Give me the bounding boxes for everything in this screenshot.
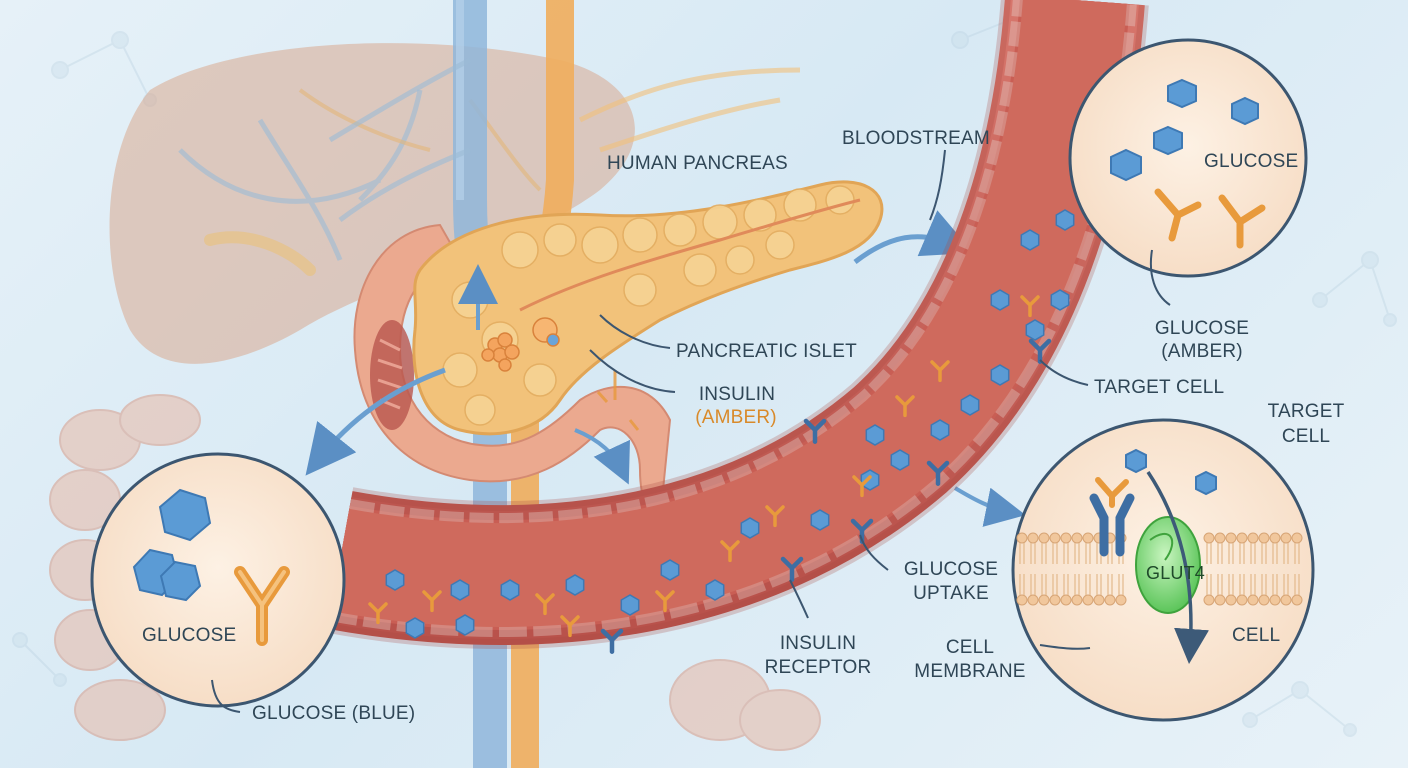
insulin-receptor bbox=[1028, 338, 1052, 364]
label-glucose-left: GLUCOSE bbox=[142, 625, 237, 646]
label-human-pancreas: HUMAN PANCREAS bbox=[607, 153, 788, 174]
glucose-molecule bbox=[385, 569, 405, 591]
label-glucose-uptake-2: UPTAKE bbox=[913, 583, 989, 604]
insulin-molecule bbox=[535, 593, 555, 616]
label-target-cell-right-2: CELL bbox=[1281, 426, 1331, 447]
label-glucose-amber: GLUCOSE bbox=[1154, 318, 1250, 339]
glucose-molecule bbox=[705, 579, 725, 601]
glucose-molecule bbox=[960, 394, 980, 416]
glucose-molecule bbox=[990, 364, 1010, 386]
glucose-molecule bbox=[1020, 229, 1040, 251]
insulin-molecule bbox=[1020, 295, 1040, 318]
arrow-to-glucose-circle bbox=[305, 367, 446, 476]
glucose-molecule bbox=[450, 579, 470, 601]
label-cell: CELL bbox=[1232, 625, 1281, 646]
bloodstream-particles bbox=[368, 209, 1075, 654]
glut4-transporter bbox=[1135, 516, 1201, 614]
label-target-cell: TARGET CELL bbox=[1094, 377, 1225, 398]
label-cell-membrane: CELL bbox=[945, 637, 995, 658]
insulin-receptor bbox=[803, 418, 827, 444]
label-glucose-uptake: GLUCOSE bbox=[903, 559, 999, 580]
insulin-molecule bbox=[422, 590, 442, 613]
glucose-molecule bbox=[405, 617, 425, 639]
insulin-receptor bbox=[1089, 493, 1135, 557]
label-cell-membrane-2: MEMBRANE bbox=[914, 661, 1026, 682]
label-bloodstream: BLOODSTREAM bbox=[842, 128, 990, 149]
glucose-uptake-arrow bbox=[1146, 471, 1209, 664]
label-glut4: GLUT4 bbox=[1146, 563, 1206, 583]
insulin-receptor bbox=[600, 628, 624, 654]
insulin-molecule bbox=[895, 395, 915, 418]
glucose-molecule bbox=[865, 424, 885, 446]
glucose-molecule bbox=[500, 579, 520, 601]
insulin-receptor bbox=[780, 556, 804, 582]
insulin-molecule bbox=[930, 360, 950, 383]
insulin-molecule bbox=[720, 540, 740, 563]
label-insulin-receptor: INSULIN bbox=[779, 633, 857, 654]
insulin-molecule bbox=[852, 475, 872, 498]
label-glucose-amber-2: (AMBER) bbox=[1161, 341, 1243, 362]
pancreatic-islet bbox=[481, 317, 560, 372]
insulin-molecule bbox=[765, 505, 785, 528]
glucose-molecule bbox=[620, 594, 640, 616]
glucose-molecule bbox=[990, 289, 1010, 311]
label-insulin: INSULIN bbox=[698, 384, 776, 405]
glucose-molecule bbox=[159, 560, 202, 602]
arrow-to-target-cell bbox=[953, 486, 1026, 527]
arrow-to-bloodstream bbox=[853, 210, 974, 264]
insulin-molecule bbox=[655, 590, 675, 613]
glucose-molecule bbox=[810, 509, 830, 531]
label-pancreatic-islet: PANCREATIC ISLET bbox=[676, 341, 857, 362]
label-insulin-amber: (AMBER) bbox=[695, 407, 777, 428]
cell-membrane bbox=[1016, 532, 1303, 606]
label-glucose-right: GLUCOSE bbox=[1204, 151, 1299, 172]
glucose-molecule bbox=[890, 449, 910, 471]
insulin-receptor bbox=[926, 460, 950, 486]
leader-lines bbox=[589, 149, 1089, 619]
glucose-molecule bbox=[158, 488, 212, 542]
target-cell-circle bbox=[1011, 418, 1315, 722]
liver bbox=[109, 43, 635, 364]
label-insulin-receptor-2: RECEPTOR bbox=[764, 657, 872, 678]
glucose-molecule bbox=[660, 559, 680, 581]
glucose-molecule bbox=[740, 517, 760, 539]
glucose-molecule bbox=[930, 419, 950, 441]
glucose-molecule bbox=[1025, 319, 1045, 341]
glucose-molecule bbox=[565, 574, 585, 596]
glucose-molecule bbox=[1055, 209, 1075, 231]
glucose-circle-left bbox=[90, 452, 346, 708]
insulin-molecule bbox=[560, 615, 580, 638]
insulin-molecule bbox=[368, 602, 388, 625]
glucose-circle-right bbox=[1068, 38, 1308, 278]
glucose-molecule bbox=[860, 469, 880, 491]
glucose-molecule bbox=[455, 614, 475, 636]
glucose-molecule bbox=[1050, 289, 1070, 311]
label-glucose-blue: GLUCOSE (BLUE) bbox=[252, 703, 416, 724]
label-target-cell-right: TARGET bbox=[1267, 401, 1345, 422]
